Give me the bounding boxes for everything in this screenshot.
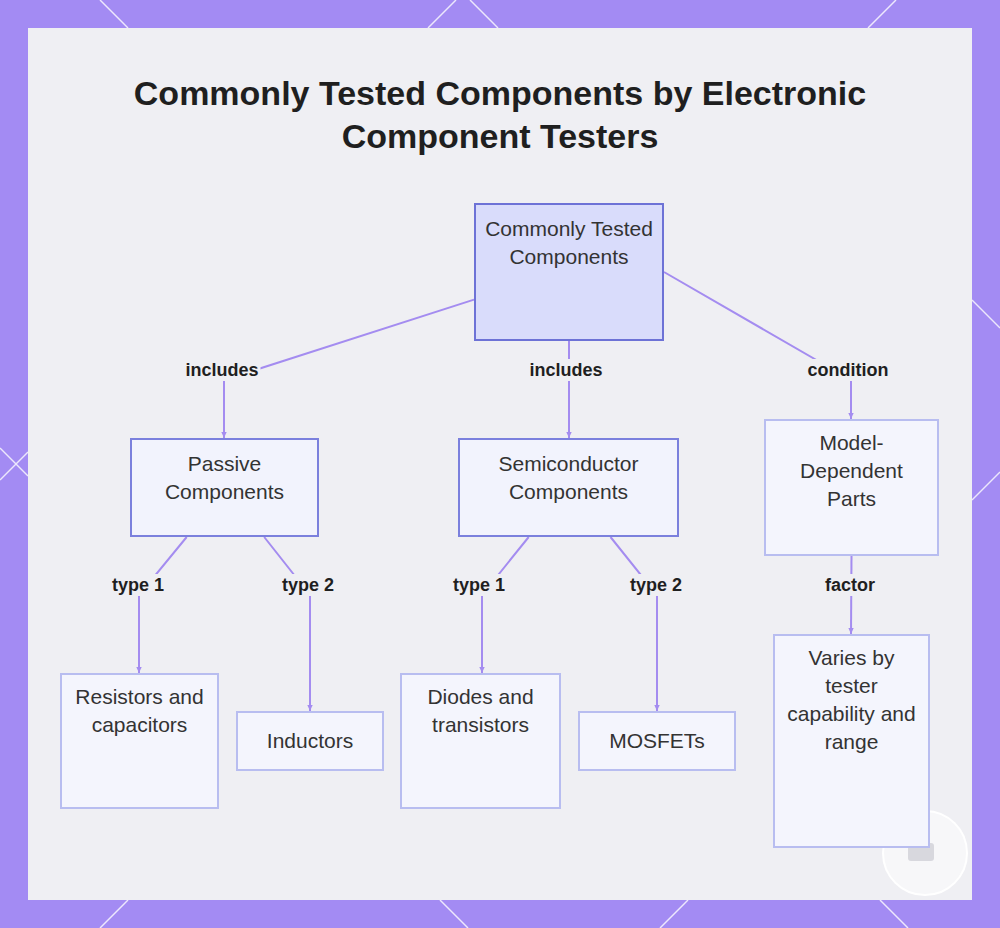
- node-text: Passive Components: [140, 450, 309, 506]
- node-text: Varies by tester capability and range: [783, 644, 920, 756]
- root-box: Commonly Tested Components: [474, 203, 664, 341]
- node-text: Commonly Tested Components: [484, 215, 654, 271]
- connector-arrow: [664, 272, 851, 419]
- connector-arrow: [482, 537, 529, 673]
- connector-arrow: [611, 537, 658, 711]
- edge-label: includes: [527, 359, 604, 381]
- node-text: Diodes and transistors: [410, 683, 551, 739]
- node-text: Resistors and capacitors: [70, 683, 209, 739]
- node-text: Semiconductor Components: [468, 450, 669, 506]
- connector-arrow: [264, 537, 310, 711]
- category-box: Resistors and capacitors: [60, 673, 219, 809]
- category-box: Inductors: [236, 711, 384, 771]
- connector-arrow: [224, 300, 474, 438]
- category-box: Semiconductor Components: [458, 438, 679, 537]
- category-box: Diodes and transistors: [400, 673, 561, 809]
- edge-label: factor: [823, 574, 877, 596]
- category-box: MOSFETs: [578, 711, 736, 771]
- connector-arrow: [139, 537, 187, 673]
- edge-label: type 2: [628, 574, 684, 596]
- diagram-title: Commonly Tested Components by Electronic…: [100, 72, 900, 158]
- category-box: Varies by tester capability and range: [773, 634, 930, 848]
- node-text: Model-Dependent Parts: [774, 429, 929, 513]
- edge-label: includes: [183, 359, 260, 381]
- edge-label: type 1: [110, 574, 166, 596]
- edge-label: condition: [806, 359, 891, 381]
- category-box: Passive Components: [130, 438, 319, 537]
- connector-arrow: [568, 341, 570, 438]
- node-text: MOSFETs: [609, 727, 705, 755]
- category-box: Model-Dependent Parts: [764, 419, 939, 556]
- edge-label: type 1: [451, 574, 507, 596]
- edge-label: type 2: [280, 574, 336, 596]
- node-text: Inductors: [267, 727, 353, 755]
